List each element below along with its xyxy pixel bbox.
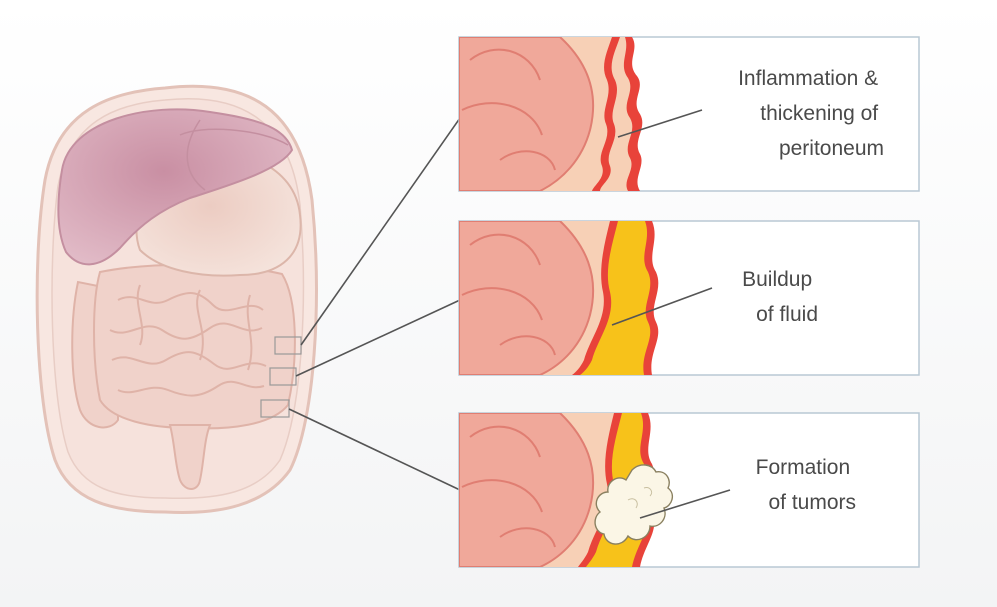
leader-line-1 [617, 109, 703, 138]
panel-2-label: Buildup of fluid [742, 268, 818, 326]
leader-line-2 [611, 287, 713, 326]
small-intestine-mass [93, 263, 296, 430]
intestines [71, 263, 296, 490]
panel-3-label: Formation of tumors [756, 456, 856, 514]
connector-line-2 [295, 299, 461, 377]
abdomen-illustration [35, 84, 318, 514]
tumor [594, 464, 674, 545]
zoom-box-1 [274, 336, 302, 355]
rectum [168, 424, 212, 490]
zoom-box-2 [269, 367, 297, 386]
liver [57, 108, 294, 266]
panel-fluid: Buildup of fluid [458, 220, 920, 376]
zoom-box-3 [260, 399, 290, 418]
panel-inflammation: Inflammation & thickening of peritoneum [458, 36, 920, 192]
panel-1-label: Inflammation & thickening of peritoneum [738, 67, 884, 160]
connector-line-1 [300, 117, 461, 346]
connector-lines [288, 117, 461, 491]
connector-line-3 [288, 408, 461, 491]
panel-tumors: Formation of tumors [458, 412, 920, 568]
leader-line-3 [639, 489, 731, 519]
